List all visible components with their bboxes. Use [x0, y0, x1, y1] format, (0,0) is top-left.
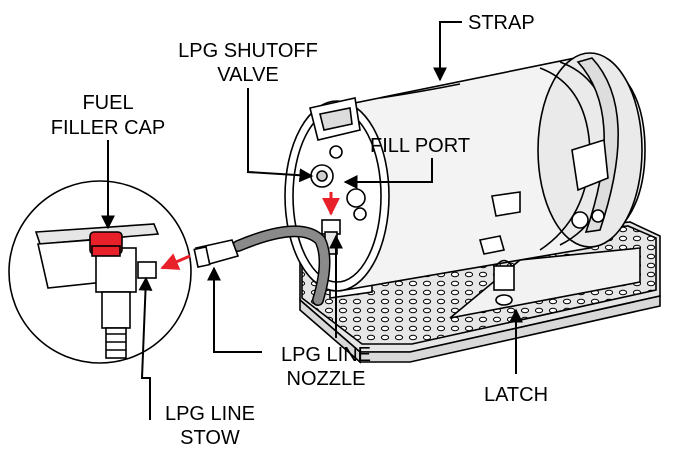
label-shutoff-valve-line1: LPG SHUTOFF	[178, 40, 318, 62]
label-strap: STRAP	[468, 12, 535, 34]
strap	[491, 57, 619, 233]
label-fuel-filler-cap-line2: FILLER CAP	[51, 117, 165, 139]
label-lpg-line-stow-line2: STOW	[180, 427, 240, 449]
label-fuel-filler-cap-line1: FUEL	[82, 92, 133, 114]
label-lpg-line-nozzle-line1: LPG LINE	[281, 344, 371, 366]
label-lpg-line-stow-line1: LPG LINE	[165, 403, 255, 425]
label-latch: LATCH	[484, 384, 548, 406]
lpg-cylinder	[284, 52, 646, 292]
leader-lines	[101, 21, 523, 420]
label-lpg-line-nozzle-line2: NOZZLE	[287, 368, 366, 390]
label-shutoff-valve-line2: VALVE	[217, 64, 279, 86]
lpg-hose	[193, 225, 331, 306]
labels: STRAP LPG SHUTOFF VALVE FUEL FILLER CAP …	[51, 12, 548, 449]
latch-assembly	[478, 209, 605, 306]
stow-detail-inset	[8, 180, 192, 364]
label-fill-port: FILL PORT	[370, 135, 470, 157]
